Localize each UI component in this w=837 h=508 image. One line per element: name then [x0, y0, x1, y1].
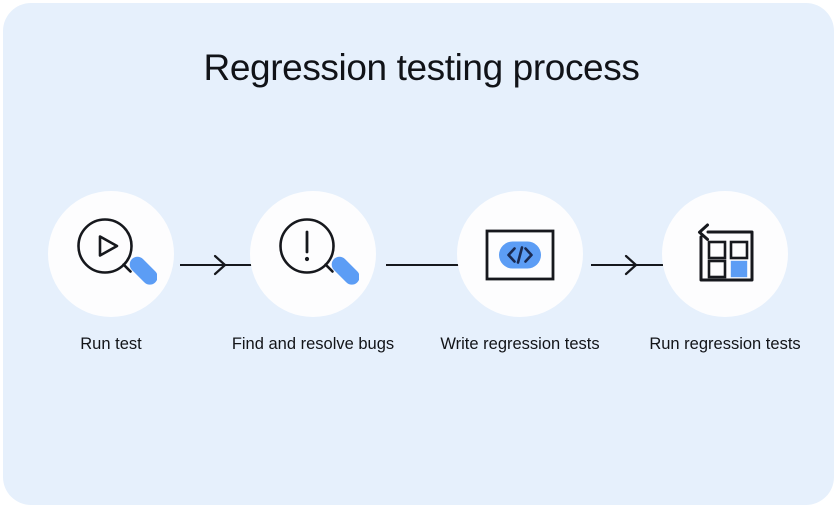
flow-step-label: Run test	[80, 335, 142, 353]
flow-step-label: Find and resolve bugs	[231, 335, 395, 353]
connector-line	[386, 264, 468, 266]
step-icon-circle	[457, 191, 583, 317]
page-title: Regression testing process	[203, 47, 640, 88]
connector-2	[386, 253, 468, 277]
connector-1	[180, 253, 252, 277]
flow-step-run-regression-tests[interactable]: Run regression tests	[640, 173, 810, 356]
arrowhead-icon	[208, 253, 232, 277]
code-screen-icon	[477, 211, 563, 297]
step-icon-circle	[662, 191, 788, 317]
magnifier-exclamation-icon	[267, 208, 359, 300]
grid-back-arrow-icon	[682, 211, 768, 297]
flow-step-label: Write regression tests	[440, 335, 600, 353]
flow-step-label: Run regression tests	[649, 335, 801, 353]
magnifier-play-icon	[65, 208, 157, 300]
connector-line	[591, 264, 663, 266]
flow-step-find-and-resolve-bugs[interactable]: Find and resolve bugs	[228, 173, 398, 356]
flow-step-run-test[interactable]: Run test	[26, 173, 196, 356]
step-icon-circle	[48, 191, 174, 317]
flow-step-write-regression-tests[interactable]: Write regression tests	[435, 173, 605, 356]
connector-line	[180, 264, 252, 266]
process-flow: Run test	[3, 173, 834, 403]
arrowhead-icon	[619, 253, 643, 277]
connector-3	[591, 253, 663, 277]
step-icon-circle	[250, 191, 376, 317]
diagram-card: Regression testing process Run test	[3, 3, 834, 505]
